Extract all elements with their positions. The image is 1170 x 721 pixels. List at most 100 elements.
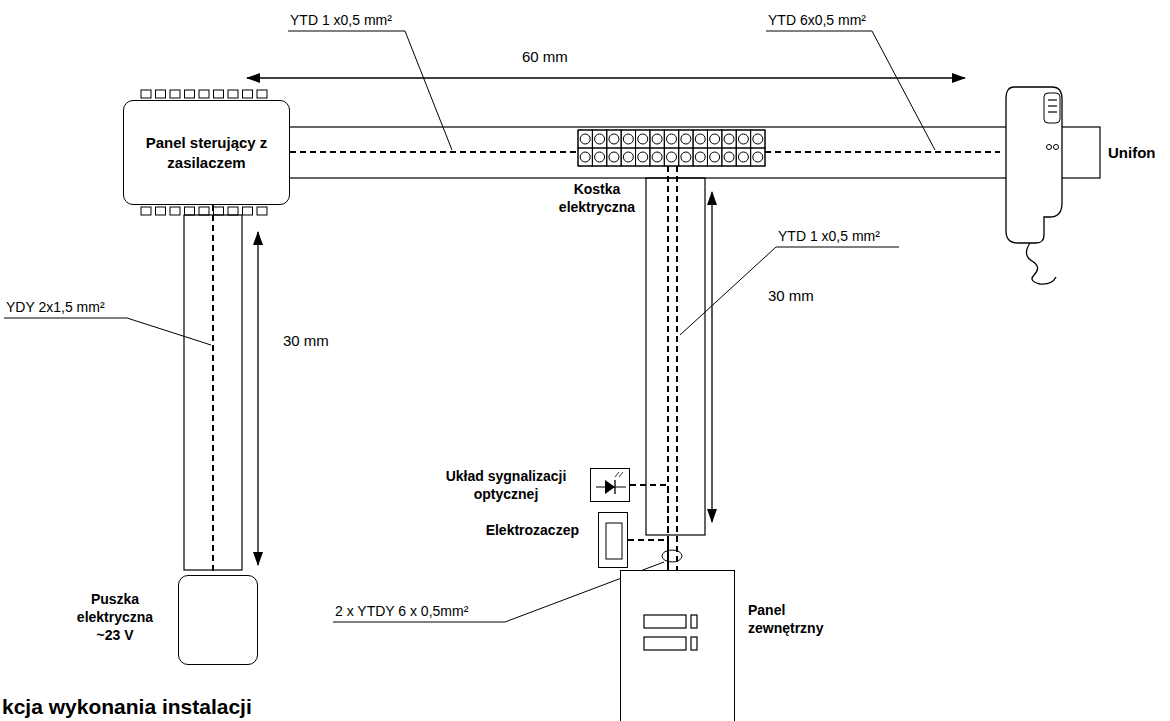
name-slot <box>644 637 686 650</box>
terminal-cell <box>578 148 592 166</box>
wire-connector <box>628 540 668 570</box>
button <box>1047 145 1052 150</box>
terminal-screw <box>753 152 763 162</box>
node-label: Układ sygnalizacji optycznej <box>431 467 581 503</box>
terminal-block: Kostka elektryczna <box>578 130 765 166</box>
cable-label: 2 x YTDY 6 x 0,5mm² <box>335 603 468 620</box>
wire-connector <box>212 205 214 575</box>
terminal-cell <box>621 148 635 166</box>
cable-bundle-mark <box>662 550 682 562</box>
terminal-tab <box>185 90 195 98</box>
terminal-screw <box>580 152 590 162</box>
terminal-cell <box>621 130 635 148</box>
terminal-block-drawing <box>578 130 765 166</box>
terminal-cell <box>751 148 765 166</box>
terminal-screw <box>609 152 619 162</box>
terminal-screw <box>638 134 648 144</box>
terminal-tab <box>199 90 209 98</box>
terminal-tab <box>214 207 224 215</box>
terminal-cell <box>693 130 707 148</box>
terminal-screw <box>724 152 734 162</box>
earpiece <box>1044 93 1060 123</box>
terminal-cell <box>707 148 721 166</box>
terminal-cell <box>650 148 664 166</box>
call-button <box>691 615 697 628</box>
terminal-screw <box>595 152 605 162</box>
terminal-tab <box>257 207 267 215</box>
cable-label: YTD 1 x0,5 mm² <box>290 12 392 29</box>
light-ray <box>615 472 619 477</box>
terminal-screw <box>724 134 734 144</box>
terminal-screw <box>667 152 677 162</box>
node-label: Elektrozaczep <box>486 521 579 539</box>
cable-label: YTD 1 x0,5 mm² <box>778 228 880 245</box>
terminal-tab <box>185 207 195 215</box>
leader-line <box>288 31 452 150</box>
control-panel: Panel sterujący z zasilaczem <box>123 100 290 205</box>
terminal-tab <box>243 207 253 215</box>
terminal-cell <box>592 148 606 166</box>
terminal-tab <box>170 207 180 215</box>
leader-line <box>4 318 211 345</box>
signal-led-box-drawing <box>591 469 629 501</box>
grille-line <box>1048 105 1057 106</box>
terminal-tab <box>170 90 180 98</box>
terminal-cell <box>650 130 664 148</box>
terminal-tab <box>156 90 166 98</box>
node-label: Unifon <box>1108 143 1155 163</box>
terminal-cell <box>722 148 736 166</box>
cable-label: YTD 6x0,5 mm² <box>768 12 866 29</box>
call-button <box>691 637 697 650</box>
terminal-cell <box>679 130 693 148</box>
node-label: Panel sterujący z zasilaczem <box>124 133 289 172</box>
dimension-label: 60 mm <box>522 48 568 66</box>
terminal-screw <box>652 152 662 162</box>
terminal-cell <box>592 130 606 148</box>
dimension-line <box>247 77 965 78</box>
outdoor-panel-drawing <box>621 571 734 721</box>
terminal-cell <box>751 130 765 148</box>
handset-cord <box>1026 243 1056 284</box>
control-panel-drawing <box>124 101 289 204</box>
signal-led-box: Układ sygnalizacji optycznej <box>590 468 630 502</box>
name-slot <box>644 615 686 628</box>
diode-symbol <box>605 480 615 494</box>
terminal-screw <box>710 134 720 144</box>
terminal-screw <box>667 134 677 144</box>
terminal-tab <box>199 207 209 215</box>
terminal-screw <box>753 134 763 144</box>
terminal-screw <box>623 152 633 162</box>
terminal-cell <box>664 148 678 166</box>
terminal-tab <box>243 90 253 98</box>
terminal-screw <box>609 134 619 144</box>
intercom-handset-drawing <box>1000 85 1066 285</box>
diode-bar <box>614 480 615 494</box>
terminal-cell <box>607 130 621 148</box>
door-strike-drawing <box>599 513 627 567</box>
terminal-screw <box>710 152 720 162</box>
terminal-cell <box>736 130 750 148</box>
terminal-block-outline <box>578 130 765 166</box>
terminal-tab <box>156 207 166 215</box>
node-label: Kostka elektryczna <box>553 180 641 216</box>
button <box>1054 145 1059 150</box>
terminal-screw <box>652 134 662 144</box>
terminal-cell <box>736 148 750 166</box>
dimension-label: 30 mm <box>768 287 814 305</box>
cable-channel <box>646 178 705 535</box>
terminal-tab <box>228 90 238 98</box>
terminal-screw <box>638 152 648 162</box>
terminal-cell <box>636 148 650 166</box>
wire-connector <box>290 151 578 153</box>
leader-line <box>766 31 935 150</box>
terminal-cell <box>607 148 621 166</box>
terminal-screw <box>738 152 748 162</box>
wire-connector <box>765 151 1000 153</box>
section-heading: kcja wykonania instalacji <box>2 694 252 719</box>
terminal-screw <box>595 134 605 144</box>
leader-line <box>333 562 664 622</box>
intercom-handset: Unifon <box>1000 85 1066 285</box>
strike-body <box>606 523 622 559</box>
terminal-tab <box>141 90 151 98</box>
